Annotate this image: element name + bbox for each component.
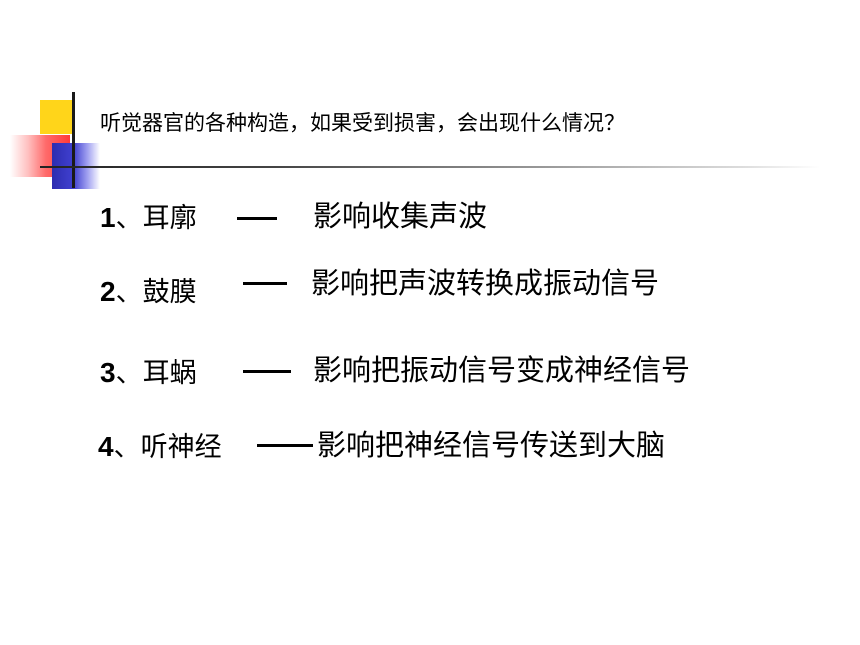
item-separator: 、 [115,358,143,389]
ornament-yellow-square [40,100,74,134]
item-separator: 、 [115,277,143,308]
item-number: 2 [100,276,116,307]
ornament-vertical-line [72,92,75,188]
item-2-dash [243,282,287,285]
item-separator: 、 [115,203,143,234]
item-part: 耳廓 [142,203,197,234]
list-item-2-label: 2、鼓膜 [100,270,197,309]
title-underline [40,166,820,168]
item-part: 鼓膜 [142,277,197,308]
item-number: 3 [100,357,116,388]
item-1-dash [237,217,277,220]
list-item-4-label: 4、听神经 [98,425,222,464]
item-3-dash [243,370,291,373]
item-separator: 、 [113,432,141,463]
item-4-effect: 影响把神经信号传送到大脑 [317,428,666,462]
item-4-dash [257,444,313,447]
item-part: 耳蜗 [142,358,197,389]
slide-question: 听觉器官的各种构造，如果受到损害，会出现什么情况？ [100,111,625,135]
item-2-effect: 影响把声波转换成振动信号 [311,266,660,300]
list-item-3-label: 3、耳蜗 [100,351,197,390]
list-item-1-label: 1、耳廓 [100,196,197,235]
item-3-effect: 影响把振动信号变成神经信号 [313,353,691,387]
item-number: 4 [98,431,114,462]
item-number: 1 [100,202,116,233]
item-part: 听神经 [140,432,222,463]
item-1-effect: 影响收集声波 [313,199,488,233]
